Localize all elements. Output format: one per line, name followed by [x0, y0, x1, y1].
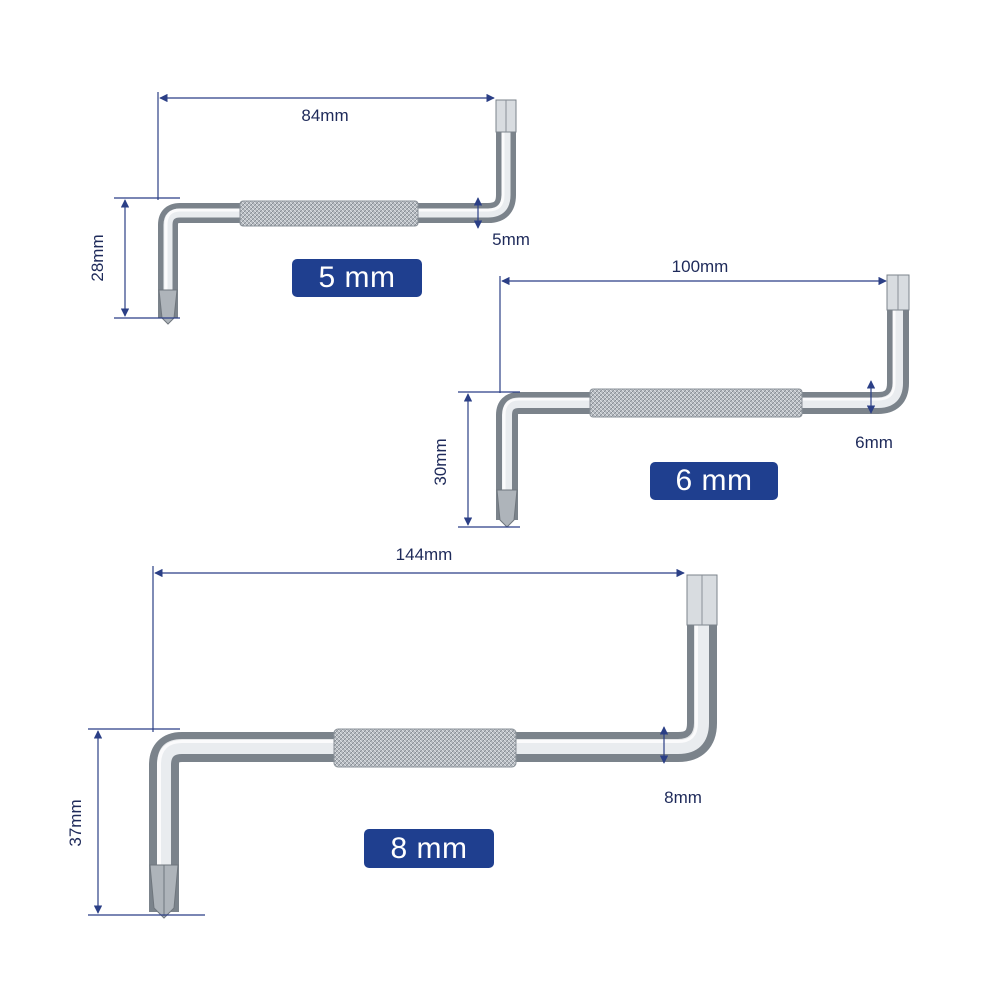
screwdriver-5mm [158, 99, 517, 325]
size-badge-6mm: 6 mm [650, 462, 778, 500]
screwdriver-6mm-knurled-grip [589, 388, 803, 418]
shaft-label-8mm: 8mm [664, 788, 702, 807]
length-label-8mm: 144mm [396, 545, 453, 564]
length-label-5mm: 84mm [301, 106, 348, 125]
height-label-6mm: 30mm [431, 438, 450, 485]
shaft-label-5mm: 5mm [492, 230, 530, 249]
screwdriver-5mm-phillips-tip [158, 289, 178, 325]
size-badge-5mm: 5 mm [292, 259, 422, 297]
screwdriver-8mm [149, 574, 718, 919]
dimension-lines-5mm [114, 92, 495, 319]
length-label-6mm: 100mm [672, 257, 729, 276]
size-badge-8mm: 8 mm [364, 829, 494, 868]
screwdriver-6mm-phillips-tip [496, 489, 518, 528]
height-label-8mm: 37mm [66, 799, 85, 846]
screwdriver-8mm-knurled-grip [333, 728, 517, 768]
screwdriver-6mm [496, 274, 910, 528]
dimension-lines-6mm [458, 276, 887, 528]
height-label-5mm: 28mm [88, 234, 107, 281]
screwdriver-5mm-knurled-grip [239, 200, 419, 227]
shaft-label-6mm: 6mm [855, 433, 893, 452]
dimension-lines-8mm [88, 566, 685, 916]
